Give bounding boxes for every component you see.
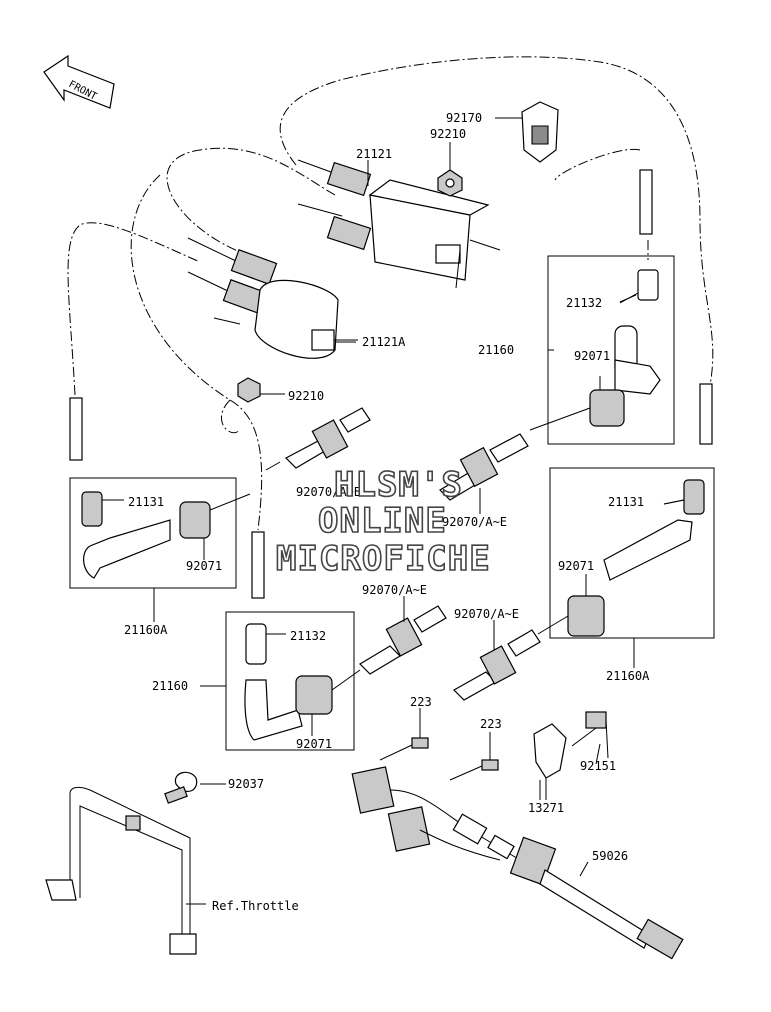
label-21160A-right: 21160A — [606, 669, 650, 683]
nut-92210-mid — [237, 377, 285, 403]
label-92070-lower2: 92070/A~E — [454, 607, 519, 621]
bolt-223-b — [449, 732, 499, 781]
label-92210-mid: 92210 — [288, 389, 324, 403]
box-21160-bottom — [225, 611, 355, 751]
cap-assembly-right — [537, 383, 713, 637]
label-21160-bot: 21160 — [152, 679, 188, 693]
label-92071-bot: 92071 — [296, 737, 332, 751]
label-223-b: 223 — [480, 717, 502, 731]
watermark-line1: HLSM'S — [334, 465, 463, 505]
box-21160A-left — [69, 477, 237, 589]
watermark-line2: ONLINE — [318, 501, 447, 541]
spark-plug-lower-right — [453, 629, 541, 701]
watermark-line3: MICROFICHE — [276, 539, 491, 579]
clamp-13271 — [533, 723, 567, 800]
label-92071-left: 92071 — [186, 559, 222, 573]
label-92070-left: 92070/A~E — [296, 485, 361, 499]
label-21160A-left: 21160A — [124, 623, 168, 637]
front-arrow-icon: FRONT — [43, 54, 115, 109]
label-21121A: 21121A — [362, 335, 406, 349]
label-92070-mid: 92070/A~E — [442, 515, 507, 529]
label-21121: 21121 — [356, 147, 392, 161]
spark-plug-lower-left — [359, 605, 447, 675]
cap-assembly-left — [69, 397, 251, 579]
label-21131-left: 21131 — [128, 495, 164, 509]
label-92151: 92151 — [580, 759, 616, 773]
spark-plug-left — [265, 407, 371, 471]
part-labels: 92170 92210 21121 21121A 92210 21132 211… — [124, 111, 650, 913]
label-223-a: 223 — [410, 695, 432, 709]
label-ref-throttle: Ref.Throttle — [212, 899, 299, 913]
throttle-bracket-92037 — [45, 771, 198, 955]
bolt-92151 — [571, 711, 609, 759]
ignition-coil-21121 — [297, 159, 501, 289]
label-92071-topbox: 92071 — [574, 349, 610, 363]
label-13271: 13271 — [528, 801, 564, 815]
label-59026: 59026 — [592, 849, 628, 863]
box-21160A-right — [549, 467, 715, 639]
wiring-harness-59026 — [351, 766, 684, 960]
spark-plug-mid — [439, 433, 529, 501]
label-92070-lower1: 92070/A~E — [362, 583, 427, 597]
label-21132-bot: 21132 — [290, 629, 326, 643]
label-21160-top: 21160 — [478, 343, 514, 357]
watermark: HLSM'S ONLINE MICROFICHE — [275, 464, 491, 580]
clamp-92170 — [495, 101, 559, 163]
bolt-223-a — [379, 708, 429, 761]
label-21131-right: 21131 — [608, 495, 644, 509]
label-21132-top: 21132 — [566, 296, 602, 310]
label-92210-top: 92210 — [430, 127, 466, 141]
wire-routes — [67, 56, 714, 531]
label-92170: 92170 — [446, 111, 482, 125]
label-92037: 92037 — [228, 777, 264, 791]
nut-92210-top — [437, 142, 463, 197]
label-92071-right: 92071 — [558, 559, 594, 573]
cap-assembly-bottom — [244, 531, 361, 741]
ignition-coil-21121A — [187, 237, 358, 359]
leader-lines — [102, 160, 685, 905]
